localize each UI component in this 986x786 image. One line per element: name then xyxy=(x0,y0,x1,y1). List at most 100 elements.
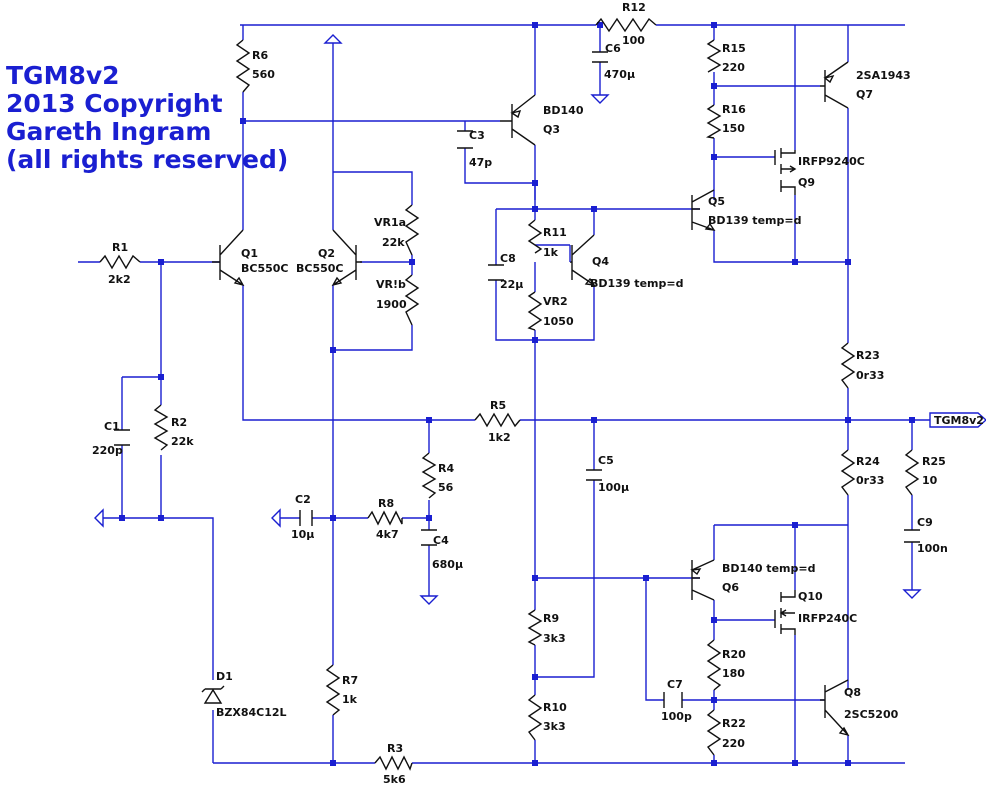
label-c6-value: 470µ xyxy=(604,68,635,81)
label-c3-value: 47p xyxy=(469,156,492,169)
transistor-q6 xyxy=(690,559,715,601)
label-r2-ref: R2 xyxy=(171,416,187,429)
capacitor-c4 xyxy=(421,529,437,546)
label-r6-value: 560 xyxy=(252,68,275,81)
label-q4-ref: Q4 xyxy=(592,255,609,268)
label-q7-value: 2SA1943 xyxy=(856,69,911,82)
zener-d1 xyxy=(201,685,225,704)
resistor-r16 xyxy=(705,104,722,139)
label-c1-ref: C1 xyxy=(104,420,120,433)
label-vr2-ref: VR2 xyxy=(543,295,568,308)
label-r4-value: 56 xyxy=(438,481,454,494)
transistor-q4 xyxy=(569,234,596,286)
capacitors xyxy=(114,51,920,708)
label-c7-value: 100p xyxy=(661,710,692,723)
label-q5-value: BD139 temp=d xyxy=(708,214,801,227)
label-q1-ref: Q1 xyxy=(241,247,258,260)
label-q6-value: BD140 temp=d xyxy=(722,562,815,575)
label-c9-ref: C9 xyxy=(917,516,933,529)
header-rights: (all rights reserved) xyxy=(6,145,289,174)
capacitor-c1 xyxy=(114,429,130,446)
capacitor-c9 xyxy=(904,529,920,543)
mosfet-q9 xyxy=(774,148,797,195)
label-r16-ref: R16 xyxy=(722,103,746,116)
label-r23-value: 0r33 xyxy=(856,369,884,382)
label-r12-value: 100 xyxy=(622,34,645,47)
label-r16-value: 150 xyxy=(722,122,745,135)
label-c6-ref: C6 xyxy=(605,42,621,55)
label-r8-ref: R8 xyxy=(378,497,394,510)
capacitor-c3 xyxy=(457,130,473,149)
label-c8-value: 22µ xyxy=(500,278,523,291)
label-c7-ref: C7 xyxy=(667,678,683,691)
label-r22-ref: R22 xyxy=(722,717,746,730)
output-port-label: TGM8v2 xyxy=(934,414,984,427)
label-c5-ref: C5 xyxy=(598,454,614,467)
resistor-r15 xyxy=(706,39,722,73)
label-r15-ref: R15 xyxy=(722,42,746,55)
transistor-q7 xyxy=(820,61,849,109)
label-r10-ref: R10 xyxy=(543,701,567,714)
transistors xyxy=(212,61,850,737)
resistor-r4 xyxy=(421,452,437,499)
label-r5-value: 1k2 xyxy=(488,431,511,444)
component-labels: R1 2k2 R2 22k R3 5k6 R4 56 R5 1k2 R6 560… xyxy=(92,1,948,786)
label-r20-ref: R20 xyxy=(722,648,746,661)
resistor-r9 xyxy=(527,609,543,646)
label-q5-ref: Q5 xyxy=(708,195,725,208)
label-r1-value: 2k2 xyxy=(108,273,131,286)
label-q1-value: BC550C xyxy=(241,262,289,275)
label-c4-value: 680µ xyxy=(432,558,463,571)
label-r9-ref: R9 xyxy=(543,612,559,625)
label-q2-ref: Q2 xyxy=(318,247,335,260)
label-q9-value: IRFP9240C xyxy=(798,155,865,168)
resistor-r12 xyxy=(595,17,657,33)
label-c5-value: 100µ xyxy=(598,481,629,494)
label-q4-value: BD139 temp=d xyxy=(590,277,683,290)
copyright-header: TGM8v2 2013 Copyright Gareth Ingram (all… xyxy=(6,62,288,174)
ground-symbol-c9 xyxy=(902,589,922,599)
ground-symbol-input xyxy=(94,508,104,528)
resistor-r7 xyxy=(325,664,341,716)
resistor-r5 xyxy=(474,412,521,428)
label-r25-value: 10 xyxy=(922,474,938,487)
label-r23-ref: R23 xyxy=(856,349,880,362)
label-c8-ref: C8 xyxy=(500,252,516,265)
transistor-q5 xyxy=(691,189,716,231)
label-r22-value: 220 xyxy=(722,737,745,750)
label-c1-value: 220p xyxy=(92,444,123,457)
label-r3-value: 5k6 xyxy=(383,773,406,786)
label-vr1a-value: 22k xyxy=(382,236,405,249)
label-q6-ref: Q6 xyxy=(722,581,739,594)
label-r3-ref: R3 xyxy=(387,742,403,755)
resistor-r10 xyxy=(527,694,543,741)
label-r12-ref: R12 xyxy=(622,1,646,14)
label-r10-value: 3k3 xyxy=(543,720,566,733)
label-vr1b-ref: VR!b xyxy=(376,278,406,291)
ground-symbol-c2 xyxy=(271,508,281,528)
label-q2-value: BC550C xyxy=(296,262,344,275)
ground-symbol-c4 xyxy=(419,595,439,605)
transistor-q3 xyxy=(500,94,536,146)
label-r24-value: 0r33 xyxy=(856,474,884,487)
resistor-r11 xyxy=(527,219,543,254)
resistor-vr1b xyxy=(404,274,420,326)
supply-symbols xyxy=(94,34,922,605)
resistor-r20 xyxy=(706,639,722,691)
resistor-r22 xyxy=(706,709,722,756)
label-c2-ref: C2 xyxy=(295,493,311,506)
label-d1-value: BZX84C12L xyxy=(216,706,287,719)
capacitor-c7 xyxy=(663,692,683,708)
label-r7-value: 1k xyxy=(342,693,358,706)
resistor-r25 xyxy=(904,449,920,496)
resistor-vr1a xyxy=(404,204,420,256)
label-q8-ref: Q8 xyxy=(844,686,861,699)
mosfet-q10 xyxy=(774,590,796,635)
label-r11-value: 1k xyxy=(543,246,559,259)
label-c2-value: 10µ xyxy=(291,528,314,541)
label-vr1a-ref: VR1a xyxy=(374,216,406,229)
output-port: TGM8v2 xyxy=(929,412,986,428)
supply-symbol-q2 xyxy=(323,34,343,44)
label-q10-value: IRFP240C xyxy=(798,612,857,625)
